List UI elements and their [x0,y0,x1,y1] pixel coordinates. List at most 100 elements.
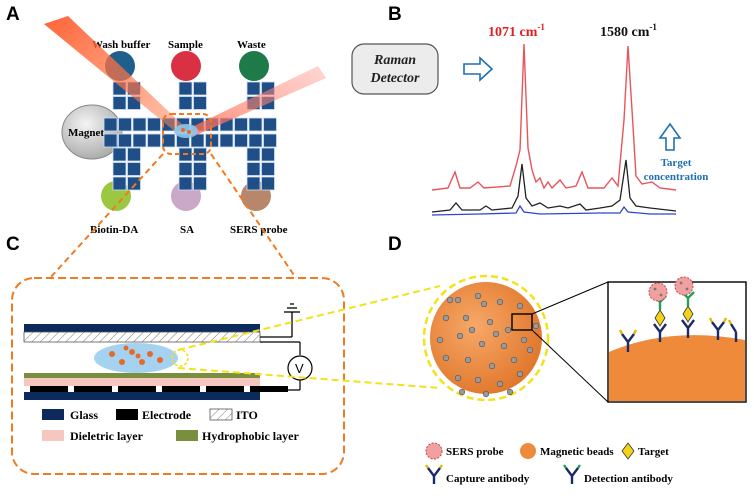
panel-a-label: A [6,4,20,25]
dielectric-layer [24,378,260,386]
peak-1071-label: 1071 cm-1 [488,22,545,40]
legend-dielectric-swatch [42,430,64,441]
electrode-cell [127,162,141,176]
legend-hydrophobic-swatch [176,430,198,441]
surface-probe-dot [464,356,472,364]
panel-a: A Magnet Wash buffer Sample Waste Biotin… [6,4,326,236]
electrode-cell [219,133,234,148]
surface-probe-dot [454,296,462,304]
surface-probe-dot [492,330,500,338]
legend-glass-swatch [42,409,64,420]
electrode-cell [103,117,118,132]
zoom-line-left [49,153,164,279]
legend-target-icon [621,442,635,460]
zoom-line-top-yellow [177,285,441,351]
surface-probe-dot [482,390,490,398]
surface-probe-dot [516,302,524,310]
electrode-cell [127,176,141,191]
legend-c: Glass Electrode ITO Dieletric layer Hydr… [42,408,299,443]
surface-probe-dot [506,388,514,396]
bead-outline-dashed [422,274,550,402]
reservoir-sample: Sample [168,39,203,81]
legend-detection-antibody-text: Detection antibody [584,473,673,485]
surface-inset [607,276,747,403]
electrode-cell [193,81,207,96]
arrow-right-icon [463,56,494,82]
electrode-cell [132,133,147,148]
electrode-cell [246,81,261,96]
electrode-cell [263,117,277,132]
bottom-glass [24,392,260,400]
magnet-label: Magnet [68,127,104,139]
surface-probe-dot [436,336,444,344]
electrode-cell [261,176,275,191]
electrode-cell [178,96,193,110]
electrode-cell [112,176,127,191]
legend-electrode-swatch [116,409,138,420]
sers-probe-inset-1 [648,282,668,302]
electrode-cell [246,147,261,162]
arrow-up-icon [658,122,682,151]
electrode-cell [248,133,263,148]
legend-detection-antibody-icon [565,467,579,484]
raman-detector-line2: Detector [370,71,421,86]
surface-probe-dot [454,374,462,382]
droplet-c [94,343,178,373]
surface-probe-dot [496,298,504,306]
top-ito [23,331,261,343]
surface-probe-dot [504,326,512,334]
panel-c-dashed-frame [11,277,345,475]
electrode-cell [127,147,141,162]
surface-probe-dot [478,340,486,348]
surface-probe-dot [532,322,540,330]
surface-probe-dot [520,336,528,344]
legend-sers-probe-text: SERS probe [446,446,504,458]
legend-glass-text: Glass [70,408,98,422]
electrode-cell [261,162,275,176]
surface-probe-dot [510,356,518,364]
reservoir-waste: Waste [237,39,269,81]
panel-d: D [388,234,747,485]
raman-detector-line1: Raman [373,53,416,68]
legend-d: SERS probe Magnetic beads Target Capture… [425,442,673,485]
legend-dielectric-text: Dieletric layer [70,429,144,443]
electrode-c [74,386,112,392]
legend-sers-probe-icon [425,442,443,460]
legend-ito-text: ITO [236,408,258,422]
bead-zoom-box [511,313,533,331]
legend-electrode-text: Electrode [142,408,192,422]
spectrum-black [431,159,677,213]
electrode-cell [112,162,127,176]
sa-label: SA [180,224,194,236]
legend-capture-antibody-text: Capture antibody [446,473,530,485]
electrode-cell [103,133,118,148]
legend-hydrophobic-text: Hydrophobic layer [202,429,299,443]
surface-probe-dot [516,370,524,378]
surface-probe-dot [442,314,450,322]
electrode-cell [246,162,261,176]
electrode-cell [178,81,193,96]
panel-b: B Raman Detector 1071 cm-1 1580 cm-1 Tar… [351,4,708,216]
surface-probe-dot [474,292,482,300]
zoom-region-box [162,113,212,155]
droplet-highlight [171,349,189,367]
sample-label: Sample [168,39,203,51]
target-diamond-1 [654,309,666,327]
sers-probe-inset-2 [674,276,694,296]
electrode-cell [178,176,193,191]
electrode-c [162,386,200,392]
wash-buffer-label: Wash buffer [92,39,150,51]
biotin-label: Biotin-DA [90,224,138,236]
surface-probe-dot [526,346,534,354]
electrode-cell [263,133,277,148]
panel-d-label: D [388,234,402,255]
legend-capture-antibody-icon [427,467,441,484]
target-diamond-2 [682,305,694,323]
electrode-cell [178,162,193,176]
surface-probe-dot [480,300,488,308]
electrode-cell [193,176,207,191]
legend-target-text: Target [638,446,669,458]
panel-c-label: C [6,234,20,255]
electrode-cell [118,133,132,148]
electrode-c [206,386,244,392]
